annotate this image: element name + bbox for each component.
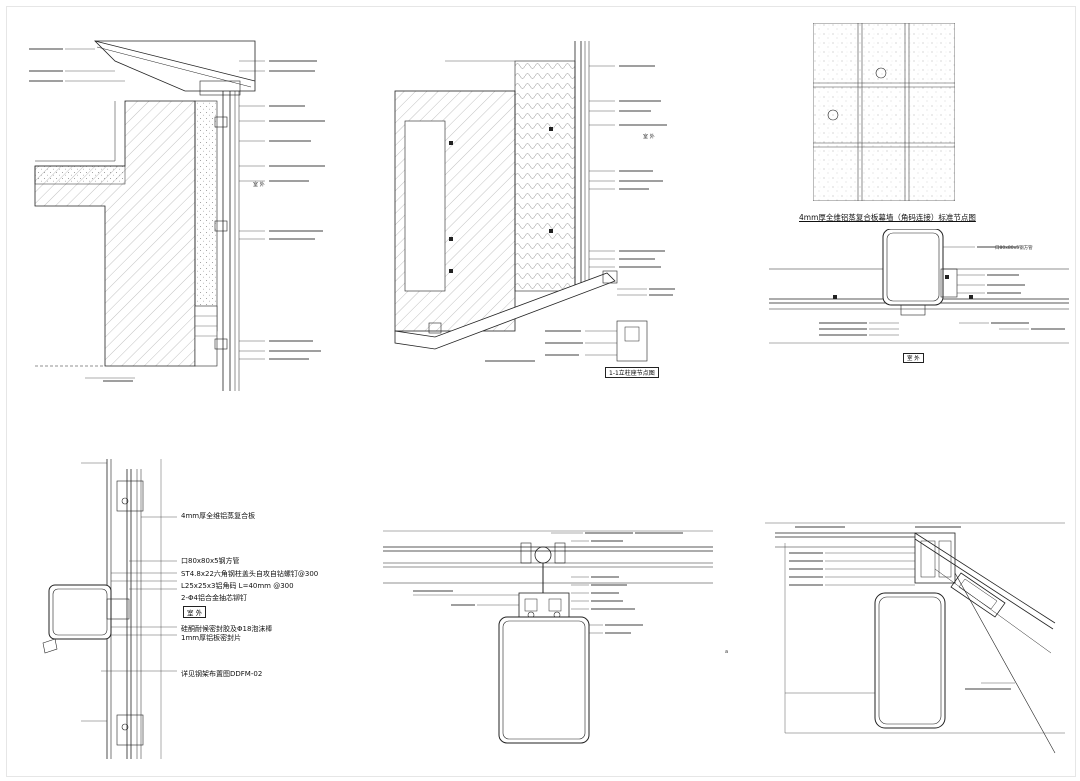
outdoor-label-tm: 室 外 bbox=[643, 134, 655, 140]
section-detail-top-middle bbox=[394, 41, 675, 362]
sealant-label: 硅酮耐候密封胶及Φ18泡沫棒 bbox=[181, 625, 273, 633]
steel-tube-label: 口80x80x5钢方管 bbox=[181, 557, 240, 565]
drawing-sheet: 室 外 bbox=[6, 6, 1076, 777]
plan-section-right bbox=[769, 229, 1069, 344]
node-title: 4mm厚全维铝蒸复合板幕墙（角码连接）标准节点图 bbox=[799, 213, 976, 222]
corner-detail-bottom-right bbox=[765, 522, 1065, 754]
steel-tube-label-tr: 口80x80x5钢方管 bbox=[995, 246, 1033, 251]
section-detail-top-left bbox=[29, 40, 325, 391]
outdoor-label-bl: 室 外 bbox=[183, 606, 207, 618]
plan-section-bottom-middle bbox=[383, 530, 713, 744]
screw-label: ST4.8x22六角钢柱盖头自攻自钻螺钉@300 bbox=[181, 570, 319, 578]
reference-label: 详见钢架布置图DDFM-02 bbox=[181, 670, 263, 678]
outdoor-label-tl: 室 外 bbox=[253, 182, 265, 188]
plan-detail-bottom-left bbox=[42, 459, 177, 759]
page-marker: a bbox=[725, 649, 729, 655]
rivet-label: 2-Φ4铝合金抽芯铆钉 bbox=[181, 594, 247, 602]
caption-section-1-1: 1-1立柱座节点图 bbox=[605, 367, 659, 378]
aluminum-sheet-label: 1mm厚铝板密封片 bbox=[181, 634, 242, 642]
panel-elevation-grid bbox=[813, 23, 955, 201]
panel-material-label: 4mm厚全维铝蒸复合板 bbox=[181, 512, 256, 520]
angle-bracket-label: L25x25x3铝角码 L=40mm @300 bbox=[181, 582, 294, 590]
outdoor-label-tr: 室 外 bbox=[903, 353, 924, 363]
